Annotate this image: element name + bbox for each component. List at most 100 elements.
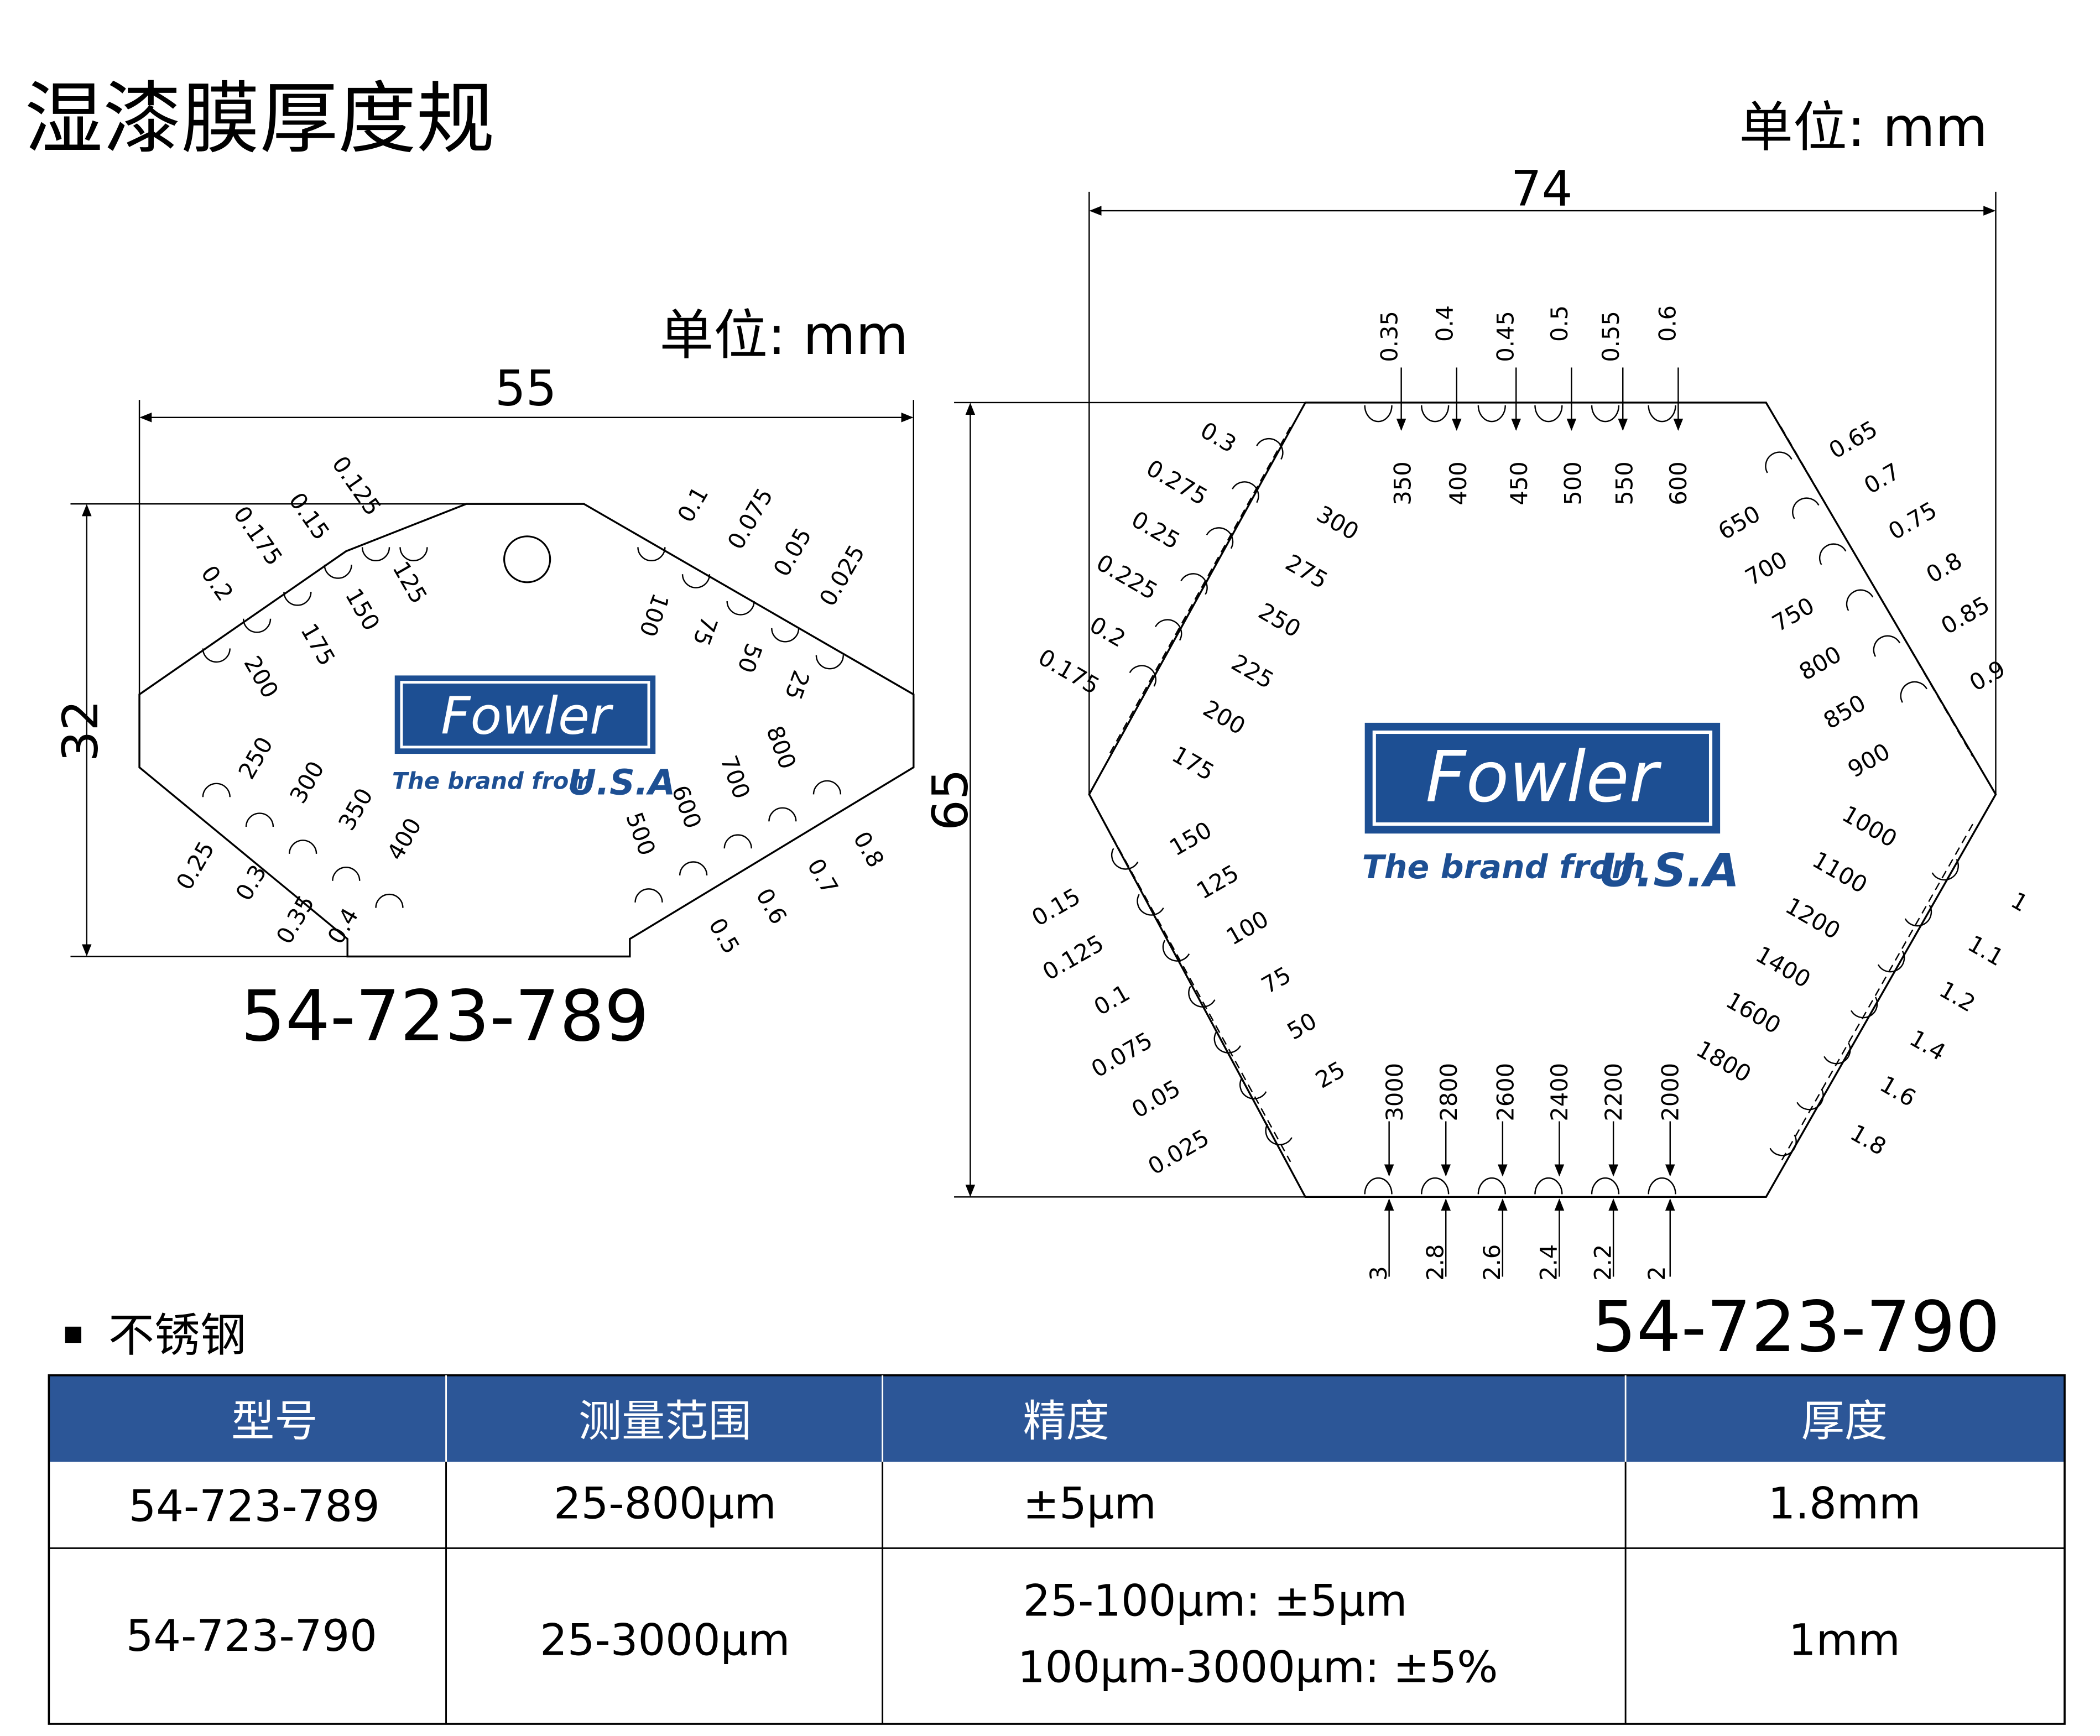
unit-label-small: 单位: mm: [660, 304, 909, 367]
mm-label: 0.075: [1086, 1026, 1156, 1083]
gauge-small-model: 54-723-789: [241, 975, 649, 1057]
mm-label: 0.2: [1085, 611, 1130, 653]
logo-tagline: The brand from: [1362, 848, 1645, 886]
mm-label: 0.8: [848, 827, 889, 872]
mm-label: 0.5: [1546, 305, 1573, 342]
cell-model: 54-723-790: [126, 1611, 377, 1661]
mm-label: 0.125: [1038, 929, 1108, 986]
mm-label: 0.3: [1196, 416, 1241, 458]
mm-label: 0.15: [284, 487, 335, 545]
mm-label: 0.05: [768, 523, 817, 581]
table-row: 54-723-789 25-800μm ±5μm 1.8mm: [129, 1479, 1921, 1532]
hanging-hole: [503, 535, 551, 583]
gauge-small-width: 55: [495, 360, 557, 417]
mm-label: 0.075: [722, 483, 778, 554]
gauge-large-width: 74: [1511, 160, 1573, 217]
um-label: 500: [1560, 461, 1587, 505]
bullet-square: [65, 1326, 82, 1343]
mm-label: 0.15: [1027, 883, 1085, 932]
mm-label: 0.025: [814, 540, 870, 611]
mm-label: 0.9: [1964, 655, 2010, 696]
mm-label: 1: [2007, 887, 2033, 917]
gauge-large: 74 65 Fowler The brand from U.S.A 0.35 0…: [922, 160, 2033, 1367]
mm-label: 1.6: [1875, 1070, 1921, 1112]
um-label: 2000: [1656, 1063, 1684, 1122]
mm-label: 0.5: [704, 913, 745, 958]
mm-label: 2.8: [1421, 1244, 1448, 1281]
logo-wordmark: Fowler: [441, 686, 613, 746]
fowler-logo-small: Fowler The brand from U.S.A: [392, 675, 675, 802]
mm-label: 0.1: [1089, 979, 1134, 1020]
um-label: 3000: [1381, 1063, 1408, 1122]
mm-label: 0.25: [1127, 505, 1185, 555]
mm-label: 2.2: [1589, 1244, 1616, 1281]
mm-label: 0.65: [1824, 415, 1882, 465]
mm-label: 0.4: [1431, 305, 1458, 342]
mm-label: 0.75: [1884, 496, 1942, 545]
logo-usa: U.S.A: [1598, 843, 1739, 897]
cell-accuracy-line-2: 100μm-3000μm: ±5%: [1018, 1642, 1498, 1692]
mm-label: 0.45: [1492, 311, 1519, 362]
header-accuracy: 精度: [1023, 1396, 1109, 1447]
logo-tagline: The brand from: [392, 768, 593, 795]
mm-label: 0.05: [1127, 1075, 1185, 1124]
mm-label: 0.6: [751, 884, 792, 929]
mm-label: 3: [1365, 1266, 1392, 1280]
mm-label: 2: [1643, 1266, 1670, 1280]
mm-label: 0.2: [196, 560, 239, 606]
cell-thickness: 1mm: [1789, 1615, 1900, 1665]
mm-label: 2.4: [1535, 1244, 1562, 1281]
mm-label: 0.275: [1142, 454, 1212, 510]
mm-label: 0.85: [1936, 591, 1994, 640]
mm-label: 2.6: [1478, 1244, 1505, 1281]
mm-label: 0.125: [327, 451, 387, 520]
um-label: 450: [1505, 461, 1533, 505]
cell-thickness: 1.8mm: [1768, 1479, 1921, 1529]
mm-label: 1.1: [1963, 930, 2009, 971]
mm-label: 0.7: [1859, 457, 1905, 499]
um-label: 400: [1445, 461, 1472, 505]
fowler-logo-large: Fowler The brand from U.S.A: [1362, 722, 1739, 897]
mm-label: 0.175: [1034, 643, 1104, 700]
mm-label: 0.55: [1597, 311, 1624, 362]
gauge-small-height: 32: [52, 700, 109, 762]
um-label: 2800: [1435, 1063, 1462, 1122]
mm-label: 0.225: [1092, 549, 1162, 605]
cell-model: 54-723-789: [129, 1482, 380, 1532]
cell-accuracy: ±5μm: [1023, 1479, 1156, 1529]
mm-label: 0.1: [672, 482, 713, 527]
mm-label: 0.7: [802, 854, 843, 899]
cell-range: 25-800μm: [554, 1479, 777, 1529]
logo-wordmark: Fowler: [1426, 736, 1662, 818]
spec-table: 型号 测量范围 精度 厚度 54-723-789 25-800μm ±5μm 1…: [48, 1374, 2066, 1725]
unit-label-top: 单位: mm: [1739, 96, 1988, 159]
cell-range: 25-3000μm: [540, 1615, 790, 1665]
mm-label: 1.2: [1935, 976, 1980, 1017]
gauge-large-height: 65: [922, 769, 979, 831]
um-label: 600: [1665, 461, 1692, 505]
gauge-large-model: 54-723-790: [1592, 1286, 2000, 1368]
material-label: 不锈钢: [108, 1308, 246, 1362]
header-thickness: 厚度: [1801, 1396, 1888, 1447]
mm-label: 0.25: [171, 837, 220, 895]
mm-label: 1.8: [1846, 1119, 1891, 1160]
table-header-row: [49, 1375, 2065, 1462]
um-label: 2600: [1492, 1063, 1519, 1122]
mm-label: 1.4: [1905, 1024, 1951, 1066]
large-top-labels: 0.35 0.4 0.45 0.5 0.55 0.6 350 400 450 5…: [1375, 305, 1692, 505]
um-label: 2400: [1546, 1063, 1573, 1122]
table-row: 54-723-790 25-3000μm 25-100μm: ±5μm 100μ…: [126, 1576, 1900, 1693]
header-model: 型号: [231, 1396, 317, 1447]
header-range: 测量范围: [579, 1396, 752, 1447]
mm-label: 0.6: [1654, 305, 1681, 342]
um-label: 550: [1611, 461, 1638, 505]
um-label: 350: [1389, 461, 1416, 505]
logo-usa: U.S.A: [567, 762, 675, 802]
mm-label: 0.8: [1921, 546, 1967, 588]
mm-label: 0.175: [228, 501, 288, 570]
large-bottom-labels: 3000 2800 2600 2400 2200 2000 3 2.8 2.6 …: [1365, 1063, 1684, 1281]
gauge-small: 55 32 Fowler The brand from U.S.A 0.125 …: [52, 360, 915, 1057]
um-label: 2200: [1600, 1063, 1627, 1122]
cell-accuracy-line-1: 25-100μm: ±5μm: [1023, 1576, 1408, 1626]
